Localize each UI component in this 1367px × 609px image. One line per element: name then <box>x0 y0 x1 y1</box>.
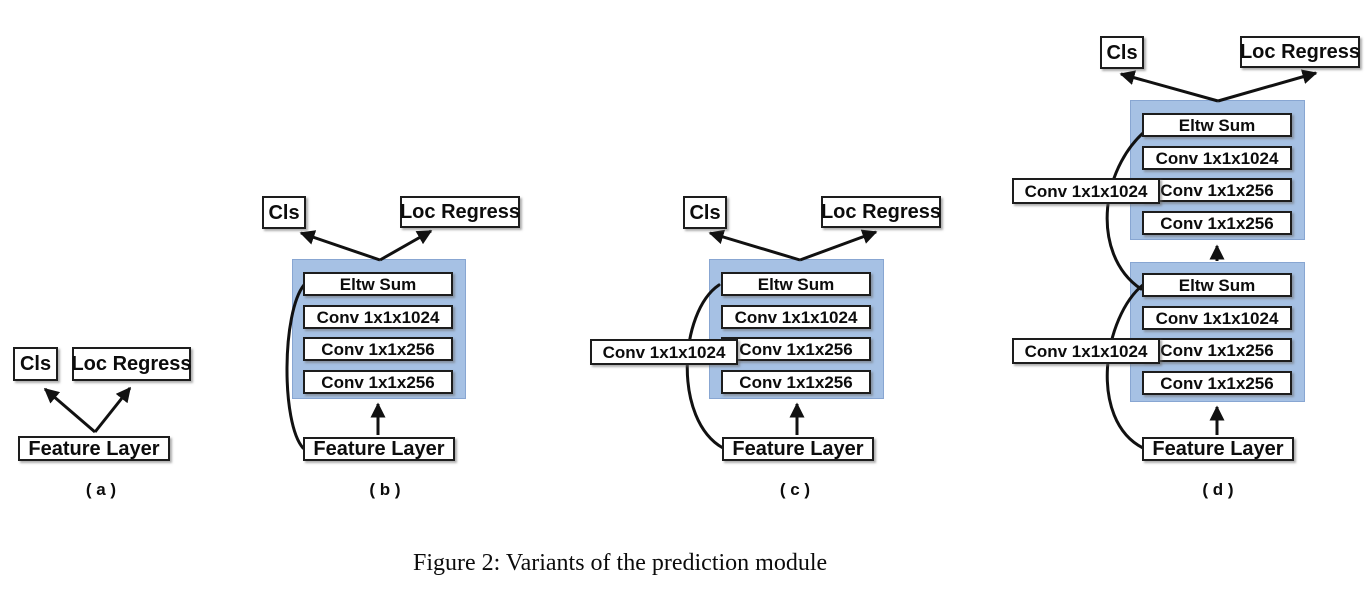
cls-box-b: Cls <box>262 196 306 229</box>
module-row-eltw-sum-b: Eltw Sum <box>303 272 453 296</box>
cls-box-a: Cls <box>13 347 58 381</box>
loc-regress-box-b: Loc Regress <box>400 196 520 228</box>
module-row-conv1024-d-bottom: Conv 1x1x1024 <box>1142 306 1292 330</box>
module-row-eltw-sum-d-bottom: Eltw Sum <box>1142 273 1292 297</box>
module-row-eltw-sum-d-top: Eltw Sum <box>1142 113 1292 137</box>
feature-layer-box-a: Feature Layer <box>18 436 170 461</box>
module-row-conv256-d-bottom2: Conv 1x1x256 <box>1142 371 1292 395</box>
module-row-conv256-c1: Conv 1x1x256 <box>721 337 871 361</box>
figure-caption: Figure 2: Variants of the prediction mod… <box>413 550 828 576</box>
arrow-c-loc <box>799 229 878 262</box>
arrow-a-loc <box>93 386 132 433</box>
skip-curve-b <box>285 283 306 450</box>
module-row-conv1024-d-top: Conv 1x1x1024 <box>1142 146 1292 170</box>
skip-curve-d-lower <box>1105 282 1146 450</box>
module-row-conv256-d-top1: Conv 1x1x256 <box>1142 178 1292 202</box>
arrow-a-cls <box>43 387 96 434</box>
module-row-conv256-d-top2: Conv 1x1x256 <box>1142 211 1292 235</box>
skip-curve-d-upper <box>1105 123 1155 291</box>
loc-regress-box-a: Loc Regress <box>71 347 192 381</box>
module-row-conv1024-c: Conv 1x1x1024 <box>721 305 871 329</box>
feature-layer-box-c: Feature Layer <box>722 437 874 461</box>
side-conv-box-d-bottom: Conv 1x1x1024 <box>1012 338 1160 364</box>
diagram-label-b: ( b ) <box>369 480 401 499</box>
loc-regress-box-c: Loc Regress <box>821 196 941 228</box>
module-row-conv256-b1: Conv 1x1x256 <box>303 337 453 361</box>
arrow-d-loc <box>1217 69 1318 103</box>
diagram-label-a: ( a ) <box>85 480 117 499</box>
module-row-conv256-c2: Conv 1x1x256 <box>721 370 871 394</box>
feature-layer-box-d: Feature Layer <box>1142 437 1294 461</box>
skip-curve-c <box>685 283 725 450</box>
module-row-eltw-sum-c: Eltw Sum <box>721 272 871 296</box>
arrow-b-cls <box>299 230 381 262</box>
arrow-c-cls <box>708 229 801 262</box>
module-row-conv1024-b: Conv 1x1x1024 <box>303 305 453 329</box>
cls-box-d: Cls <box>1100 36 1144 69</box>
module-row-conv256-b2: Conv 1x1x256 <box>303 370 453 394</box>
arrow-d-cls <box>1119 70 1219 103</box>
arrow-b-loc <box>379 229 433 262</box>
module-row-conv256-d-bottom1: Conv 1x1x256 <box>1142 338 1292 362</box>
loc-regress-box-d: Loc Regress <box>1240 36 1360 68</box>
diagram-label-d: ( d ) <box>1202 480 1234 499</box>
diagram-label-c: ( c ) <box>779 480 811 499</box>
side-conv-box-c: Conv 1x1x1024 <box>590 339 738 365</box>
side-conv-box-d-top: Conv 1x1x1024 <box>1012 178 1160 204</box>
cls-box-c: Cls <box>683 196 727 229</box>
feature-layer-box-b: Feature Layer <box>303 437 455 461</box>
